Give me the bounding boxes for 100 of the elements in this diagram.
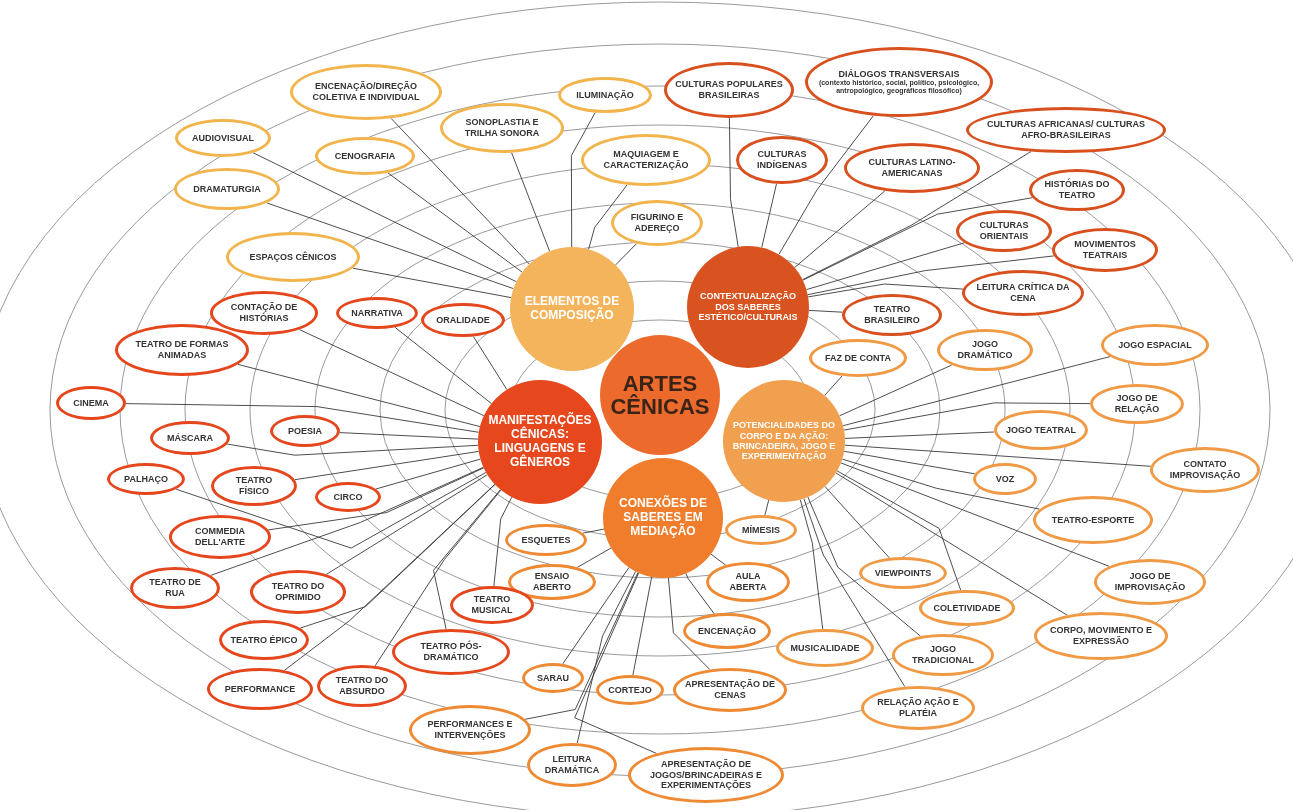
connector-line <box>574 572 657 754</box>
topic-label: COMMEDIA DELL'ARTE <box>193 526 247 548</box>
topic-label: HISTÓRIAS DO TEATRO <box>1043 179 1111 201</box>
topic-oval <box>1029 169 1125 211</box>
topic-label: CORTEJO <box>608 684 652 696</box>
topic-oval <box>706 562 790 602</box>
topic-label: TEATRO BRASILEIRO <box>863 304 921 326</box>
connector-line <box>570 112 596 248</box>
topic-oval <box>250 570 346 614</box>
connector-line <box>761 183 777 249</box>
topic-label: COLETIVIDADE <box>933 602 1001 614</box>
connector-line <box>667 577 711 670</box>
connector-line <box>562 566 630 665</box>
hub-label: CONTEXTUALIZAÇÃO DOS SABERES ESTÉTICO/CULTURAIS <box>697 291 799 323</box>
topic-label: MAQUIAGEM E CARACTERIZAÇÃO <box>602 149 690 171</box>
connector-line <box>778 115 874 255</box>
topic-oval <box>844 143 980 193</box>
connector-line <box>588 184 628 250</box>
topic-label: MÍMESIS <box>742 524 780 536</box>
topic-label: CULTURAS AFRICANAS/ CULTURAS AFRO-BRASILEIRAS <box>986 119 1146 141</box>
connector-line <box>843 402 1091 431</box>
topic-label: SONOPLASTIA E TRILHA SONORA <box>463 117 541 139</box>
connector-line <box>685 572 715 615</box>
connector-line <box>576 570 637 744</box>
topic-oval <box>336 297 418 329</box>
topic-oval <box>611 200 703 246</box>
connector-line <box>802 197 1033 281</box>
diagram-heading: ARTES CÊNICAS <box>609 371 711 419</box>
topic-label: CONTATO IMPROVISAÇÃO <box>1168 459 1242 481</box>
topic-oval <box>210 291 318 335</box>
hub-label: ELEMENTOS DE COMPOSIÇÃO <box>523 295 621 323</box>
connector-line <box>294 450 480 481</box>
topic-label: CULTURAS POPULARES BRASILEIRAS <box>675 79 783 101</box>
topic-label: CULTURAS LATINO-AMERICANAS <box>867 157 957 179</box>
topic-oval <box>1052 228 1158 272</box>
connector-line <box>807 283 964 298</box>
topic-label: CENOGRAFIA <box>334 150 396 162</box>
connector-line <box>764 499 770 516</box>
topic-label: CORPO, MOVIMENTO E EXPRESSÃO <box>1049 625 1153 647</box>
topic-oval <box>421 303 505 337</box>
connector-line <box>511 152 551 252</box>
topic-oval <box>169 515 271 559</box>
topic-label: CINEMA <box>73 397 109 409</box>
topic-oval <box>290 64 442 120</box>
topic-label: JOGO DRAMÁTICO <box>956 339 1014 361</box>
topic-label: TEATRO DE FORMAS ANIMADAS <box>134 339 230 361</box>
topic-label: ENSAIO ABERTO <box>532 571 572 593</box>
topic-label: MUSICALIDADE <box>790 642 860 654</box>
topic-oval <box>315 482 381 512</box>
topic-label: MOVIMENTOS TEATRAIS <box>1073 239 1137 261</box>
topic-oval <box>107 463 185 495</box>
topic-oval <box>683 613 771 649</box>
topic-label: TEATRO DO OPRIMIDO <box>270 581 326 603</box>
topic-oval <box>1150 447 1260 493</box>
topic-oval <box>130 567 220 609</box>
topic-label: PALHAÇO <box>124 473 168 485</box>
topic-oval <box>859 557 947 589</box>
topic-oval <box>581 134 711 186</box>
topic-oval <box>115 324 249 376</box>
connector-line <box>632 576 653 676</box>
topic-label: FAZ DE CONTA <box>825 352 891 364</box>
topic-label: ESPAÇOS CÊNICOS <box>249 251 337 263</box>
connector-line <box>836 470 962 591</box>
topic-oval <box>450 586 534 624</box>
topic-oval <box>219 620 309 660</box>
connector-line <box>728 117 739 248</box>
topic-label: DIÁLOGOS TRANSVERSAIS <box>838 68 960 80</box>
connector-line <box>210 466 484 576</box>
topic-label: TEATRO FÍSICO <box>234 475 274 497</box>
connector-line <box>339 432 479 440</box>
connector-line <box>843 450 976 475</box>
topic-label: CULTURAS ORIENTAIS <box>978 220 1030 242</box>
hub-label: CONEXÕES DE SABERES EM MEDIAÇÃO <box>618 497 708 539</box>
connector-line <box>493 496 513 587</box>
topic-label: POESIA <box>288 425 322 437</box>
topic-label: ENCENAÇÃO <box>698 625 756 637</box>
topic-oval <box>725 515 797 545</box>
connector-line <box>472 336 508 391</box>
connector-line <box>844 431 995 439</box>
connector-line <box>824 485 890 559</box>
connector-line <box>840 462 1110 567</box>
connector-line <box>799 499 824 630</box>
topic-oval <box>211 466 297 506</box>
connector-line <box>842 356 1111 427</box>
topic-label: TEATRO ÉPICO <box>230 634 298 646</box>
topic-label: JOGO DE RELAÇÃO <box>1113 393 1161 415</box>
topic-label: JOGO TEATRAL <box>1006 424 1076 436</box>
topic-label: TEATRO PÓS-DRAMÁTICO <box>419 641 483 663</box>
hub-label: MANIFESTAÇÕES CÊNICAS: LINGUAGENS E GÊNEROS <box>487 414 593 470</box>
topic-label: ILUMINAÇÃO <box>576 89 634 101</box>
topic-oval <box>736 136 828 184</box>
connector-line <box>125 403 480 433</box>
topic-label: ORALIDADE <box>436 314 490 326</box>
topic-oval <box>776 629 874 667</box>
topic-label: LEITURA DRAMÁTICA <box>543 754 601 776</box>
topic-label: CULTURAS INDÍGENAS <box>756 149 808 171</box>
topic-oval <box>508 564 596 600</box>
connector-line <box>266 202 514 290</box>
topic-label: LEITURA CRÍTICA DA CENA <box>975 282 1071 304</box>
hub-label: POTENCIALIDADES DO CORPO E DA AÇÃO: BRINCADEIRA, JOGO E EXPERIMENTAÇÃO <box>731 420 837 462</box>
